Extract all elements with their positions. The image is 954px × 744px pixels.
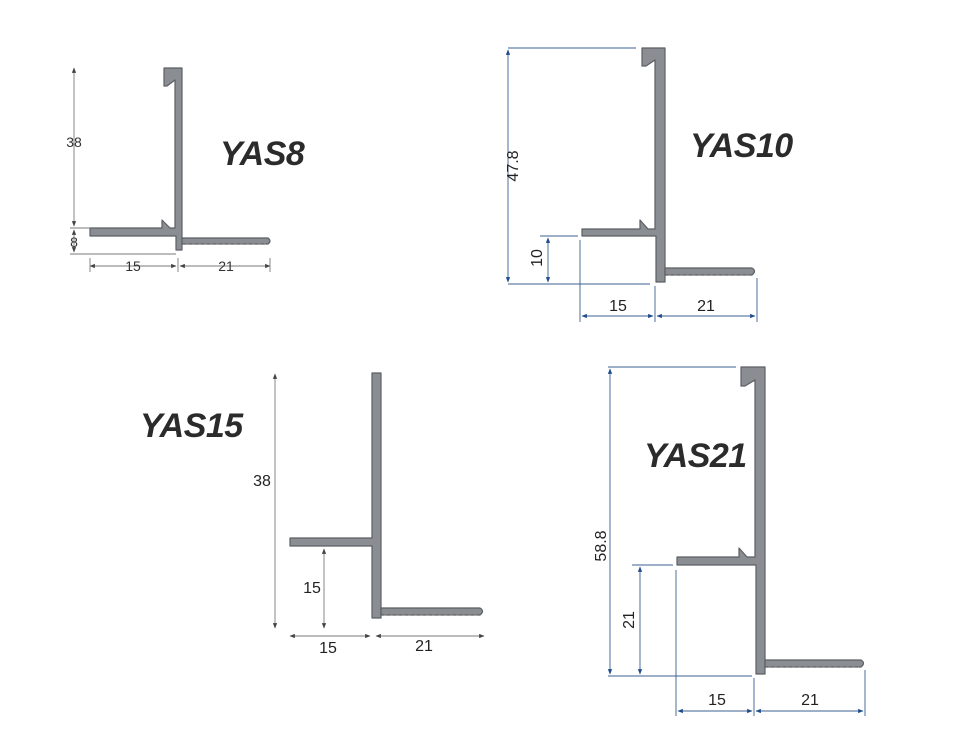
yas10-lower-height-label: 10	[529, 249, 546, 267]
yas8-base-flange	[181, 237, 271, 245]
profile-yas8: 38 8 15 21 YAS8	[66, 67, 305, 274]
yas15-lower-height-label: 15	[303, 580, 321, 597]
yas8-right-width-label: 21	[218, 258, 234, 274]
profile-yas10: 47.8 10 15 21 YAS10	[505, 47, 794, 322]
yas21-base-flange	[764, 659, 865, 668]
yas15-base-flange	[380, 607, 484, 616]
yas10-right-width-label: 21	[697, 298, 715, 315]
yas10-profile-shape	[581, 47, 666, 283]
yas21-total-height-label: 58.8	[593, 530, 610, 561]
yas8-upper-height-label: 38	[66, 134, 82, 150]
yas21-lower-height-label: 21	[621, 611, 638, 629]
yas10-total-height-label: 47.8	[505, 150, 522, 181]
profile-yas15: 38 15 15 21 YAS15	[140, 372, 485, 657]
yas10-title: YAS10	[690, 127, 793, 165]
yas10-left-width-label: 15	[609, 298, 627, 315]
yas10-base-flange	[664, 267, 756, 276]
yas8-title: YAS8	[220, 135, 305, 173]
yas8-lower-height-label: 8	[70, 234, 78, 250]
yas15-right-width-label: 21	[415, 638, 433, 655]
yas15-left-width-label: 15	[319, 640, 337, 657]
yas21-right-width-label: 21	[801, 692, 819, 709]
yas8-profile-shape	[89, 67, 183, 251]
yas15-title: YAS15	[140, 407, 244, 445]
yas21-title: YAS21	[644, 437, 747, 475]
yas15-total-height-label: 38	[253, 473, 271, 490]
profile-yas21: 58.8 21 15 21 YAS21	[593, 366, 866, 716]
yas8-left-width-label: 15	[125, 258, 141, 274]
yas21-left-width-label: 15	[708, 692, 726, 709]
yas15-profile-shape	[289, 372, 382, 619]
yas21-profile-shape	[676, 366, 766, 675]
